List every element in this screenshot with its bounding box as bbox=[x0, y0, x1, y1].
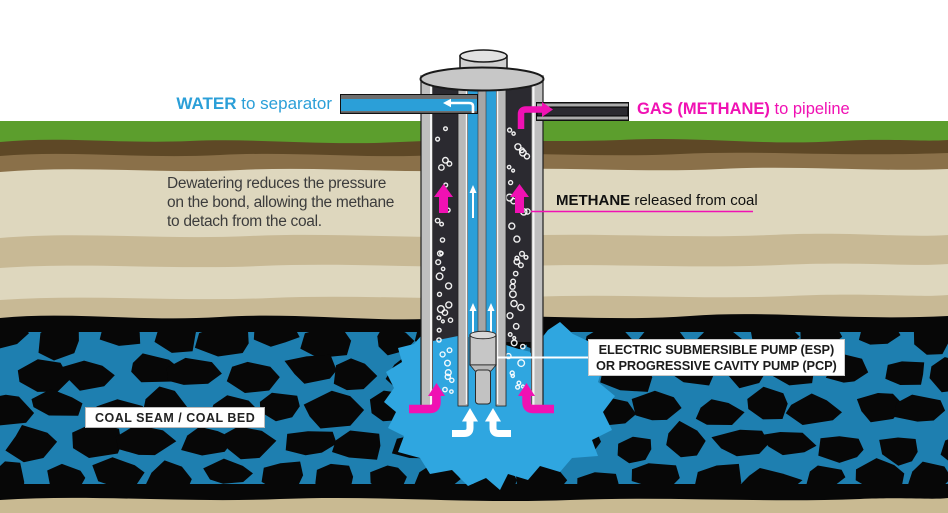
sucker-rod bbox=[477, 83, 487, 337]
annotation-lines bbox=[497, 208, 753, 359]
methane-bubble-marker bbox=[524, 208, 531, 215]
rock-layer-below-coal bbox=[0, 497, 948, 513]
well bbox=[340, 49, 629, 408]
tubing-flow-arrows bbox=[469, 185, 495, 334]
methane-rise-arrows bbox=[434, 184, 529, 213]
wellhead bbox=[419, 49, 545, 92]
gas-pipe bbox=[536, 102, 629, 121]
submersible-pump bbox=[469, 330, 497, 405]
bottom-water-arrows bbox=[452, 408, 511, 437]
gas-flow-arrow bbox=[517, 102, 553, 129]
bottom-methane-arrows bbox=[409, 383, 554, 414]
water-pipe bbox=[340, 94, 478, 114]
water-flow-arrow bbox=[450, 101, 475, 113]
wellhead-cap bbox=[419, 66, 545, 92]
